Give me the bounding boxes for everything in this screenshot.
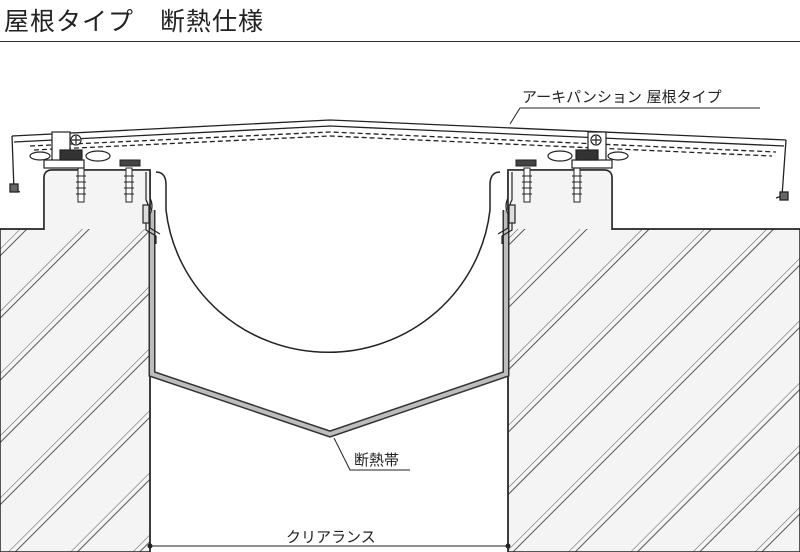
clearance-label: クリアランス	[286, 528, 376, 546]
right-bracket-hardware	[547, 131, 629, 169]
insulation-label: 断熱帯	[354, 451, 399, 469]
left-concrete-structure	[0, 169, 151, 552]
roof-cover-panel	[9, 119, 789, 201]
right-flashing	[497, 172, 516, 244]
joint-gap-arc	[155, 171, 501, 353]
title-underline	[0, 41, 800, 42]
page-title: 屋根タイプ 断熱仕様	[4, 7, 265, 36]
cover-leader-line	[509, 107, 760, 125]
left-bracket-hardware	[29, 131, 111, 169]
left-flashing	[142, 172, 161, 244]
right-concrete-structure	[507, 169, 800, 552]
left-anchor-bolts	[76, 159, 141, 203]
cover-label: アーキパンション 屋根タイプ	[522, 88, 722, 106]
insulation-leader-line	[333, 437, 410, 471]
clearance-dimension	[147, 543, 511, 549]
